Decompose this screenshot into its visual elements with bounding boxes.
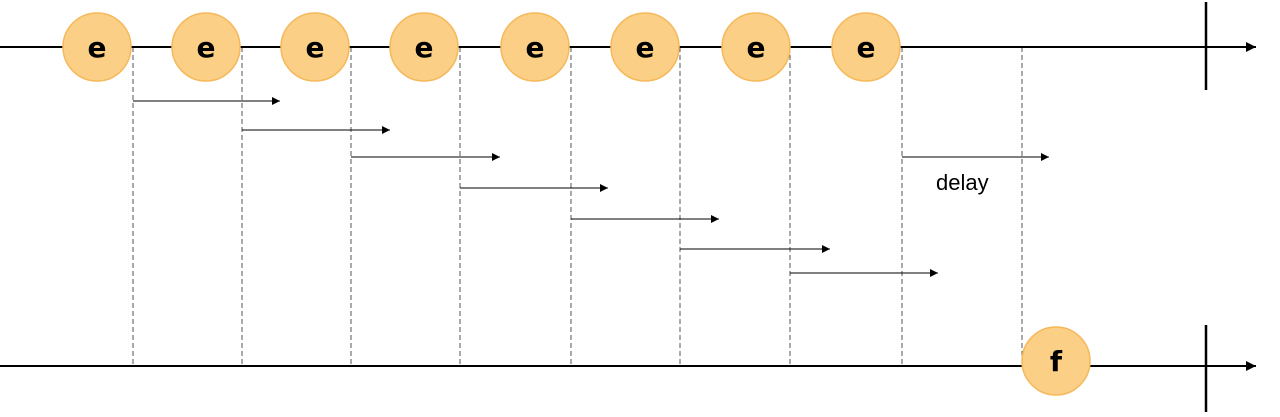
delay-arrows [133, 97, 1049, 277]
input-marble-label: e [636, 31, 655, 64]
input-marble-label: e [197, 31, 216, 64]
delay-label: delay [936, 170, 989, 195]
output-marbles: f [1021, 326, 1091, 396]
output-marble: f [1021, 326, 1091, 396]
input-marble-label: e [857, 31, 876, 64]
input-marble-label: e [747, 31, 766, 64]
input-marble-label: e [88, 31, 107, 64]
input-marble-label: e [526, 31, 545, 64]
input-marble: e [62, 12, 132, 82]
input-marble: e [171, 12, 241, 82]
input-marble: e [280, 12, 350, 82]
output-marble-label: f [1050, 345, 1063, 378]
input-marble: e [500, 12, 570, 82]
input-marble-label: e [306, 31, 325, 64]
guide-lines [132, 47, 1023, 366]
input-marbles: e e e e e e e e [62, 12, 901, 82]
input-marble: e [831, 12, 901, 82]
input-marble: e [610, 12, 680, 82]
input-marble: e [721, 12, 791, 82]
input-marble: e [389, 12, 459, 82]
input-marble-label: e [415, 31, 434, 64]
